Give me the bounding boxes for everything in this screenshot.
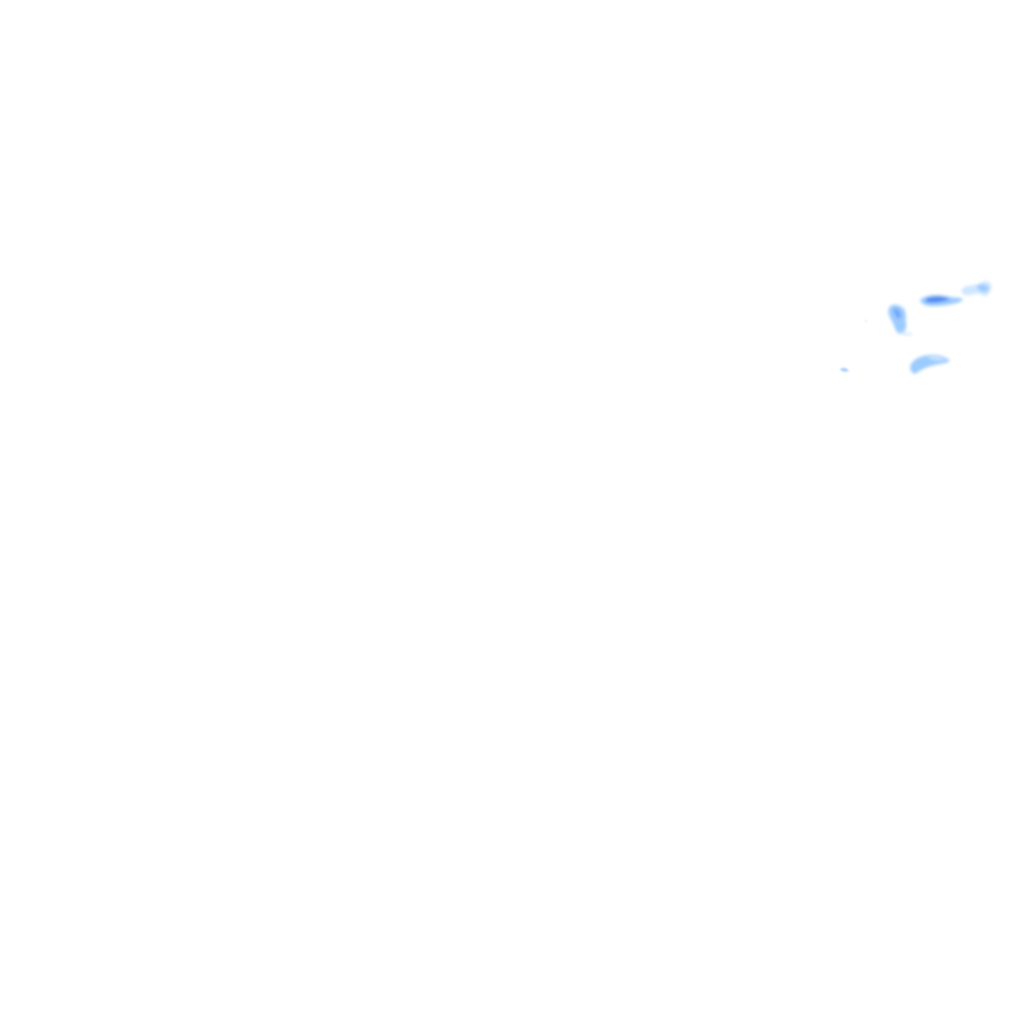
- precip-cell-south: [910, 355, 950, 374]
- precip-cell-west: [888, 304, 914, 336]
- precip-cell-speck: [840, 320, 867, 372]
- precip-cell-band: [920, 295, 963, 307]
- precip-cell-northeast: [961, 281, 992, 297]
